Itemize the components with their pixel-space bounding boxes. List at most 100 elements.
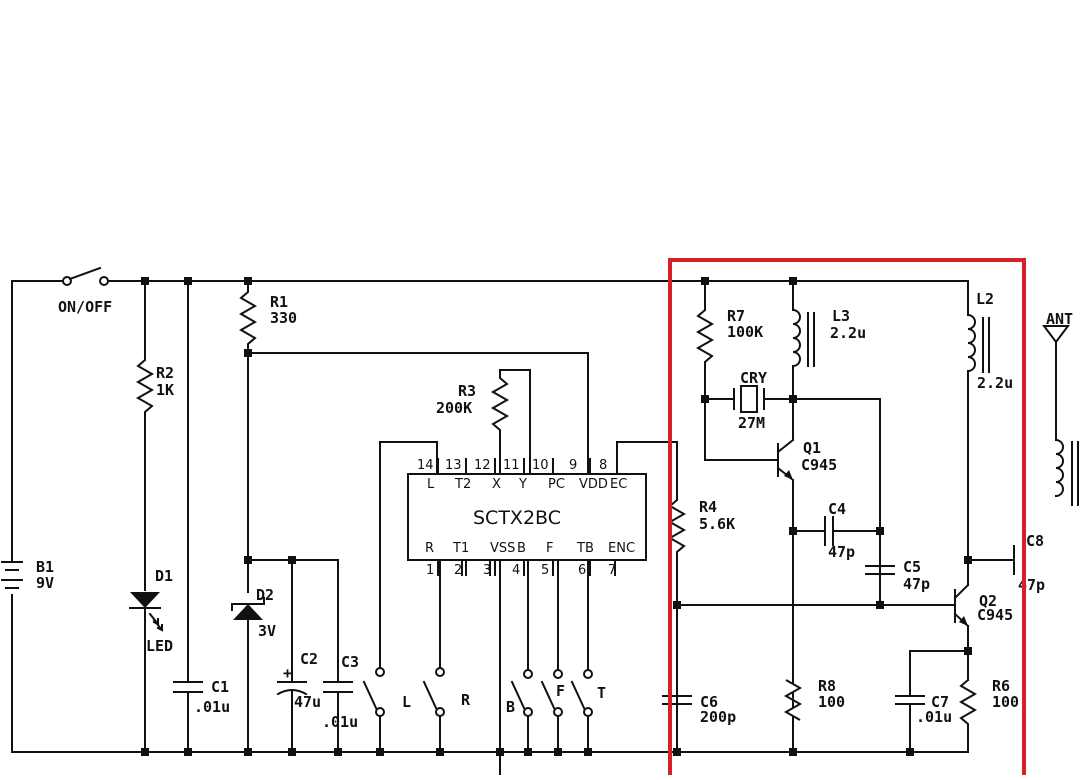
cry-value: 27M	[738, 414, 765, 432]
l3-name: L3	[832, 307, 850, 325]
ic-pin-5-label: F	[546, 541, 553, 556]
ic-pin-11-number: 11	[503, 458, 520, 473]
q1-name: Q1	[803, 439, 821, 457]
c7-name: C7	[931, 693, 949, 711]
ic-pin-2-label: T1	[452, 541, 469, 556]
ic-pin-13-number: 13	[445, 458, 462, 473]
c5-name: C5	[903, 558, 921, 576]
ic-pin-9-number: 9	[569, 458, 577, 473]
c2-plus: +	[283, 664, 292, 682]
c6-name: C6	[700, 693, 718, 711]
resistor-r7: R7 100K	[695, 280, 779, 461]
switch-bank: L R B F T	[362, 441, 606, 753]
r6-name: R6	[992, 677, 1010, 695]
capacitor-c6: C6 200p	[662, 693, 736, 726]
ic-name: SCTX2BC	[473, 507, 561, 529]
capacitor-c8: C8 47p	[967, 532, 1045, 594]
ic-pin-10-number: 10	[532, 458, 549, 473]
battery-b1: B1 9V	[1, 558, 54, 592]
capacitor-c1: C1 .01u	[173, 280, 230, 753]
antenna-label: ANT	[1046, 310, 1073, 328]
ic-pin-6-number: 6	[578, 563, 586, 578]
power-switch: ON/OFF	[58, 266, 112, 316]
c2-value: 47u	[294, 693, 321, 711]
q1-value: C945	[801, 456, 837, 474]
ic-pin-14-label: L	[427, 477, 435, 492]
vdd-feed-wire	[247, 352, 589, 475]
switch-r-label: R	[461, 691, 471, 709]
d1-name: D1	[155, 567, 173, 585]
cry-name: CRY	[740, 369, 767, 387]
c1-value: .01u	[194, 698, 230, 716]
ic-pin-3-number: 3	[483, 563, 491, 578]
ic-bottom-wires	[461, 559, 616, 753]
c8-name: C8	[1026, 532, 1044, 550]
r6-value: 100	[992, 693, 1019, 711]
capacitor-c3: C3 .01u	[322, 559, 359, 753]
capacitor-c5: C5 47p	[865, 558, 930, 593]
ic-pin-12-number: 12	[474, 458, 491, 473]
r3-value: 200K	[436, 399, 472, 417]
r7-name: R7	[727, 307, 745, 325]
ic-pin-12-label: X	[492, 477, 501, 492]
inductor-l2: L2 2.2u	[966, 280, 1013, 561]
c6-value: 200p	[700, 708, 736, 726]
b1-value: 9V	[36, 574, 54, 592]
resistor-r6: R6 100	[958, 677, 1019, 753]
r1-value: 330	[270, 309, 297, 327]
junction-dots	[141, 277, 972, 756]
ic-pin-3-label: VSS	[490, 541, 515, 556]
d2-value: 3V	[258, 622, 276, 640]
ic-pin-9-label: VDD	[579, 477, 608, 492]
power-switch-label: ON/OFF	[58, 298, 112, 316]
ic-pin-7-number: 7	[608, 563, 616, 578]
capacitor-c7: C7 .01u	[895, 650, 969, 753]
capacitor-c2: + C2 47u	[276, 559, 321, 753]
r3-name: R3	[458, 382, 476, 400]
ic-pin-2-number: 2	[454, 563, 462, 578]
r2-value: 1K	[156, 381, 174, 399]
b1-name: B1	[36, 558, 54, 576]
q2-name: Q2	[979, 592, 997, 610]
r2-name: R2	[156, 364, 174, 382]
c3-value: .01u	[322, 713, 358, 731]
crystal-cry: CRY 27M	[704, 369, 881, 606]
c7-value: .01u	[916, 708, 952, 726]
r4-name: R4	[699, 498, 717, 516]
resistor-r1: R1 330	[238, 280, 297, 593]
c5-value: 47p	[903, 575, 930, 593]
ec-wire	[616, 441, 678, 501]
r7-value: 100K	[727, 323, 763, 341]
resistor-r4: R4 5.6K	[667, 498, 735, 753]
ic-pin-5-number: 5	[541, 563, 549, 578]
ic-pin-1-label: R	[425, 541, 434, 556]
ic-pin-13-label: T2	[454, 477, 471, 492]
resistor-r8: R8 100	[783, 677, 845, 721]
rf-section-highlight	[668, 258, 1026, 780]
l3-value: 2.2u	[830, 324, 866, 342]
transistor-q1: Q1 C945	[776, 438, 837, 753]
ic-pin-4-label: B	[517, 541, 526, 556]
r4-value: 5.6K	[699, 515, 735, 533]
inductor-l3: L3 2.2u	[791, 280, 866, 441]
switch-t-label: T	[597, 684, 606, 702]
ic-pin-10-label: PC	[548, 477, 565, 492]
r8-value: 100	[818, 693, 845, 711]
capacitor-c4: C4 47p	[792, 500, 881, 561]
q2-value: C945	[977, 606, 1013, 624]
antenna: ANT	[1042, 310, 1079, 506]
ic-pin-14-number: 14	[417, 458, 434, 473]
zener-d2: D2 3V	[231, 586, 276, 753]
r1-name: R1	[270, 293, 288, 311]
ic-pin-1-number: 1	[426, 563, 434, 578]
l2-name: L2	[976, 290, 994, 308]
ic-pin-4-number: 4	[512, 563, 520, 578]
resistor-r3: R3 200K	[436, 369, 531, 475]
switch-l-label: L	[402, 693, 411, 711]
ic-pin-8-number: 8	[599, 458, 607, 473]
r2-d1-branch: R2 1K D1 LED	[129, 280, 174, 753]
